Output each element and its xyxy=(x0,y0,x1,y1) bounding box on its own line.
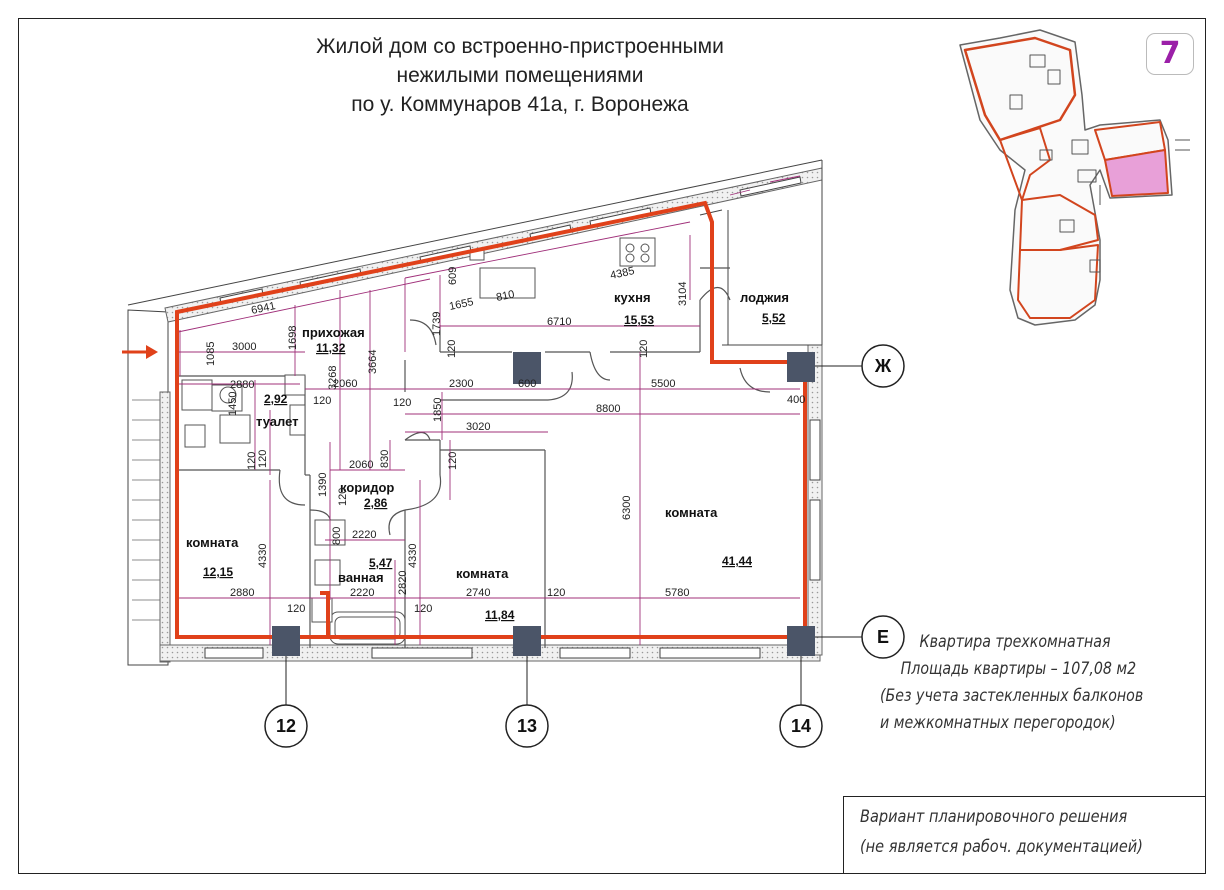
svg-text:3268: 3268 xyxy=(327,366,339,390)
disclaimer-box xyxy=(843,796,1206,874)
svg-text:4385: 4385 xyxy=(609,265,635,282)
svg-text:4330: 4330 xyxy=(257,544,269,568)
svg-text:1739: 1739 xyxy=(431,312,443,336)
svg-text:Ж: Ж xyxy=(874,356,892,376)
svg-text:1085: 1085 xyxy=(205,342,217,366)
svg-text:5780: 5780 xyxy=(665,587,689,599)
svg-text:3664: 3664 xyxy=(367,350,379,374)
svg-text:800: 800 xyxy=(331,527,343,545)
room-name-toilet: туалет xyxy=(256,414,299,429)
room-name-corridor: коридор xyxy=(340,480,394,495)
svg-text:609: 609 xyxy=(447,267,459,285)
svg-text:2060: 2060 xyxy=(333,378,357,390)
section-badge: 7 xyxy=(1146,33,1194,75)
room-area-big: 41,44 xyxy=(722,554,752,568)
svg-text:3000: 3000 xyxy=(232,341,256,353)
svg-text:2880: 2880 xyxy=(230,379,254,391)
svg-text:12: 12 xyxy=(276,716,296,736)
axis-bubble-12: 12 xyxy=(264,704,308,748)
room-name-left: комната xyxy=(186,535,239,550)
svg-text:3104: 3104 xyxy=(677,282,689,306)
apartment-note-2: и межкомнатных перегородок) xyxy=(880,713,1116,732)
svg-text:2880: 2880 xyxy=(230,587,254,599)
axis-bubble-13: 13 xyxy=(505,704,549,748)
svg-text:120: 120 xyxy=(313,395,331,407)
drawing-frame xyxy=(18,18,1206,874)
svg-text:120: 120 xyxy=(287,603,305,615)
svg-text:13: 13 xyxy=(517,716,537,736)
svg-text:120: 120 xyxy=(246,452,258,470)
svg-text:2820: 2820 xyxy=(397,571,409,595)
room-area-loggia: 5,52 xyxy=(762,311,786,325)
svg-text:14: 14 xyxy=(791,716,811,736)
svg-text:120: 120 xyxy=(447,452,459,470)
svg-text:2740: 2740 xyxy=(466,587,490,599)
svg-text:2300: 2300 xyxy=(449,378,473,390)
apartment-area: Площадь квартиры – 107,08 м2 xyxy=(900,659,1137,678)
room-name-big: комната xyxy=(665,505,718,520)
svg-text:6300: 6300 xyxy=(621,496,633,520)
room-name-loggia: лоджия xyxy=(740,290,789,305)
title-line-3: по у. Коммунаров 41а, г. Воронежа xyxy=(351,93,689,116)
svg-text:2220: 2220 xyxy=(350,587,374,599)
room-name-mid: комната xyxy=(456,566,509,581)
dimension-lines xyxy=(177,175,801,645)
axis-bubble-zh: Ж xyxy=(861,344,905,388)
svg-text:6710: 6710 xyxy=(547,316,571,328)
apartment-note-1: (Без учета застекленных балконов xyxy=(880,686,1144,705)
disclaimer-line-2: (не является рабоч. документацией) xyxy=(860,837,1143,856)
svg-text:1390: 1390 xyxy=(317,473,329,497)
svg-text:Е: Е xyxy=(877,627,889,647)
svg-text:400: 400 xyxy=(787,394,805,406)
axis-bubble-14: 14 xyxy=(779,704,823,748)
svg-text:120: 120 xyxy=(414,603,432,615)
svg-text:4330: 4330 xyxy=(407,544,419,568)
disclaimer-text: Вариант планировочного решения (не являе… xyxy=(860,802,1143,862)
svg-text:8800: 8800 xyxy=(596,403,620,415)
key-plan xyxy=(959,29,1190,326)
disclaimer-line-1: Вариант планировочного решения xyxy=(860,807,1128,826)
svg-text:120: 120 xyxy=(547,587,565,599)
svg-text:830: 830 xyxy=(379,450,391,468)
room-area-bath: 5,47 xyxy=(369,556,393,570)
svg-text:5500: 5500 xyxy=(651,378,675,390)
project-title: Жилой дом со встроенно-пристроенными неж… xyxy=(250,32,790,119)
svg-text:6941: 6941 xyxy=(250,300,276,317)
room-area-left: 12,15 xyxy=(203,565,233,579)
svg-text:3020: 3020 xyxy=(466,421,490,433)
svg-text:1698: 1698 xyxy=(287,326,299,350)
room-name-kitchen: кухня xyxy=(614,290,651,305)
room-area-toilet: 2,92 xyxy=(264,392,288,406)
room-name-bath: ванная xyxy=(338,570,384,585)
room-name-hall: прихожая xyxy=(302,325,365,340)
room-area-kitchen: 15,53 xyxy=(624,313,654,327)
dimension-labels: 6941 3000 1085 1698 3268 3664 1739 609 1… xyxy=(205,265,805,615)
svg-text:1655: 1655 xyxy=(448,296,474,313)
axis-bubble-e: Е xyxy=(861,615,905,659)
svg-text:1850: 1850 xyxy=(432,398,444,422)
svg-text:810: 810 xyxy=(495,288,515,304)
axis-lines xyxy=(285,365,862,705)
apartment-type: Квартира трехкомнатная xyxy=(919,632,1111,651)
apartment-info: Квартира трехкомнатная Площадь квартиры … xyxy=(880,628,1155,736)
svg-text:120: 120 xyxy=(337,488,349,506)
title-line-2: нежилыми помещениями xyxy=(396,64,644,87)
columns xyxy=(272,352,815,656)
svg-text:600: 600 xyxy=(518,378,536,390)
room-area-corridor: 2,86 xyxy=(364,496,388,510)
interior-partitions xyxy=(178,267,771,648)
room-area-hall: 11,32 xyxy=(316,341,346,355)
svg-text:120: 120 xyxy=(257,450,269,468)
svg-text:1450: 1450 xyxy=(227,392,239,416)
room-labels: прихожая 11,32 кухня 15,53 лоджия 5,52 2… xyxy=(186,290,789,622)
svg-text:2220: 2220 xyxy=(352,529,376,541)
svg-text:2060: 2060 xyxy=(349,459,373,471)
entry-arrow-icon xyxy=(122,345,158,359)
svg-text:120: 120 xyxy=(638,340,650,358)
svg-text:120: 120 xyxy=(446,340,458,358)
svg-text:120: 120 xyxy=(393,397,411,409)
room-area-mid: 11,84 xyxy=(485,608,515,622)
title-line-1: Жилой дом со встроенно-пристроенными xyxy=(316,35,724,58)
